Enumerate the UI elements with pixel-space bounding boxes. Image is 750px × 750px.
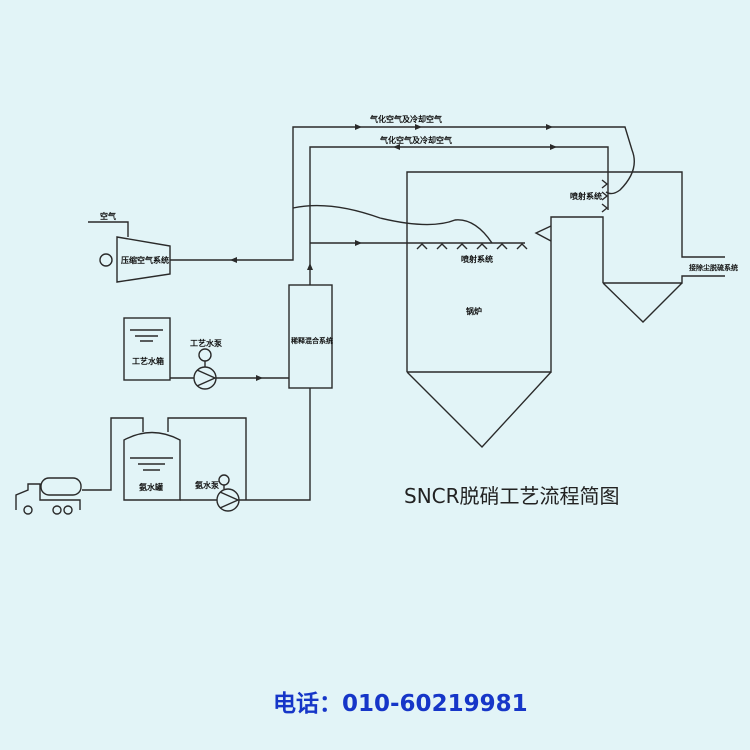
air-compressor: [99, 236, 171, 283]
boiler-label: 锅炉: [465, 306, 482, 316]
ammonia-pump: [82, 388, 311, 512]
phone-number: 电话：010-60219981: [273, 691, 528, 717]
compressed-air-label: 压缩空气系统: [121, 255, 169, 265]
atomizing-air-label-1: 气化空气及冷却空气: [369, 114, 442, 124]
injection-nozzles: [416, 179, 609, 250]
water-tank-label: 工艺水箱: [132, 356, 164, 366]
ammonia-tank-label: 氨水罐: [139, 482, 163, 492]
boiler: [406, 171, 725, 449]
desulfurization-label: 接除尘脱硫系统: [689, 263, 738, 272]
flow-arrows: [230, 124, 557, 381]
atomizing-air-label-2: 气化空气及冷却空气: [379, 135, 452, 145]
mixing-label: 稀释混合系统: [291, 336, 333, 345]
air-in-label: 空气: [100, 211, 116, 221]
process-water-pump: [170, 348, 289, 390]
diagram-title: SNCR脱硝工艺流程简图: [404, 484, 620, 508]
injection-label-lower: 喷射系统: [461, 254, 493, 264]
water-pump-label: 工艺水泵: [190, 338, 222, 348]
injection-label-upper: 喷射系统: [570, 191, 602, 201]
tanker-truck-icon: [15, 477, 82, 515]
atomizing-air-pipes: [88, 126, 635, 285]
ammonia-tank: [123, 431, 181, 501]
process-water-tank: [123, 317, 171, 381]
ammonia-pump-label: 氨水泵: [195, 480, 219, 490]
